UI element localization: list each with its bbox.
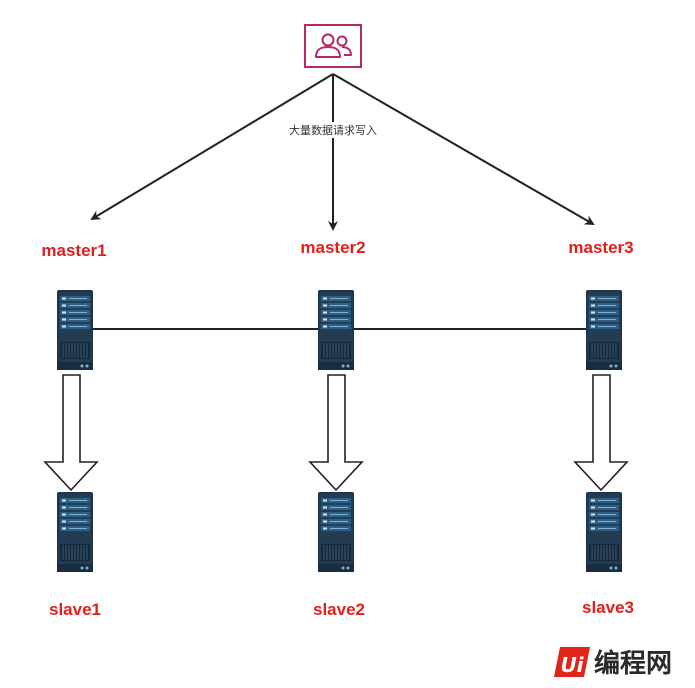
logo-icon: Ui — [554, 647, 590, 677]
slave1-server-icon — [57, 492, 93, 572]
arrow-to-master1 — [90, 73, 334, 221]
slave2-label: slave2 — [313, 600, 365, 619]
slave2-server-icon — [318, 492, 354, 572]
users-icon — [315, 33, 352, 58]
slave3-server-icon — [586, 492, 622, 572]
master1-label: master1 — [41, 241, 106, 260]
watermark-text: 编程网 — [594, 648, 672, 679]
watermark: Ui 编程网 — [554, 647, 672, 679]
master2-server-icon — [318, 290, 354, 370]
client-node — [304, 24, 362, 68]
arrow-to-master3 — [332, 73, 595, 225]
master1-server-icon — [57, 290, 93, 370]
replication-arrow-2 — [308, 374, 364, 492]
master3-server-icon — [586, 290, 622, 370]
replication-arrow-1 — [43, 374, 99, 492]
write-request-label: 大量数据请求写入 — [289, 123, 377, 137]
write-arrows — [90, 73, 595, 231]
replication-arrow-3 — [573, 374, 629, 492]
master2-label: master2 — [300, 238, 365, 257]
master3-label: master3 — [568, 238, 633, 257]
svg-text:Ui: Ui — [560, 653, 584, 677]
slave1-label: slave1 — [49, 600, 101, 619]
slave3-label: slave3 — [582, 598, 634, 617]
